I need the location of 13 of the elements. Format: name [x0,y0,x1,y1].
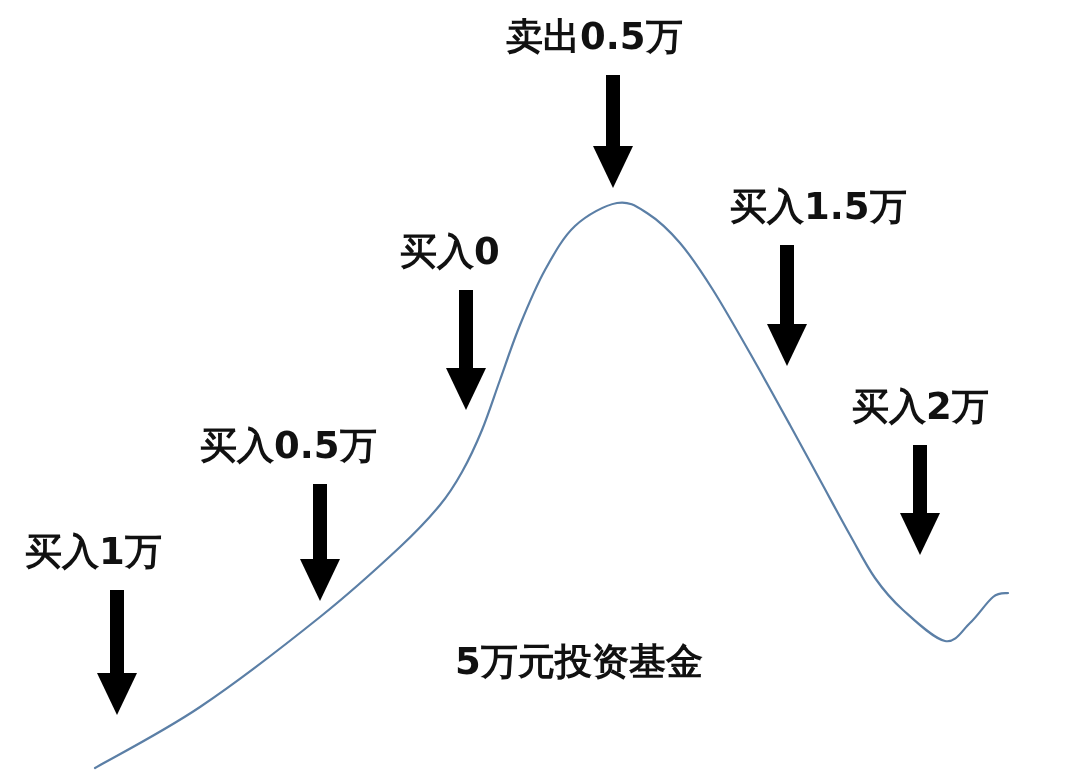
action-label: 买入0.5万 [200,427,377,464]
action-label: 卖出0.5万 [506,18,683,55]
action-label: 买入0 [400,233,500,270]
down-arrow [300,484,340,601]
down-arrow [900,445,940,555]
down-arrow [446,290,486,410]
chart-label: 5万元投资基金 [455,643,703,680]
action-label: 买入1.5万 [730,188,907,225]
action-label: 买入1万 [25,533,162,570]
down-arrow [593,75,633,188]
down-arrow [97,590,137,715]
down-arrow [767,245,807,366]
action-label: 买入2万 [852,388,989,425]
